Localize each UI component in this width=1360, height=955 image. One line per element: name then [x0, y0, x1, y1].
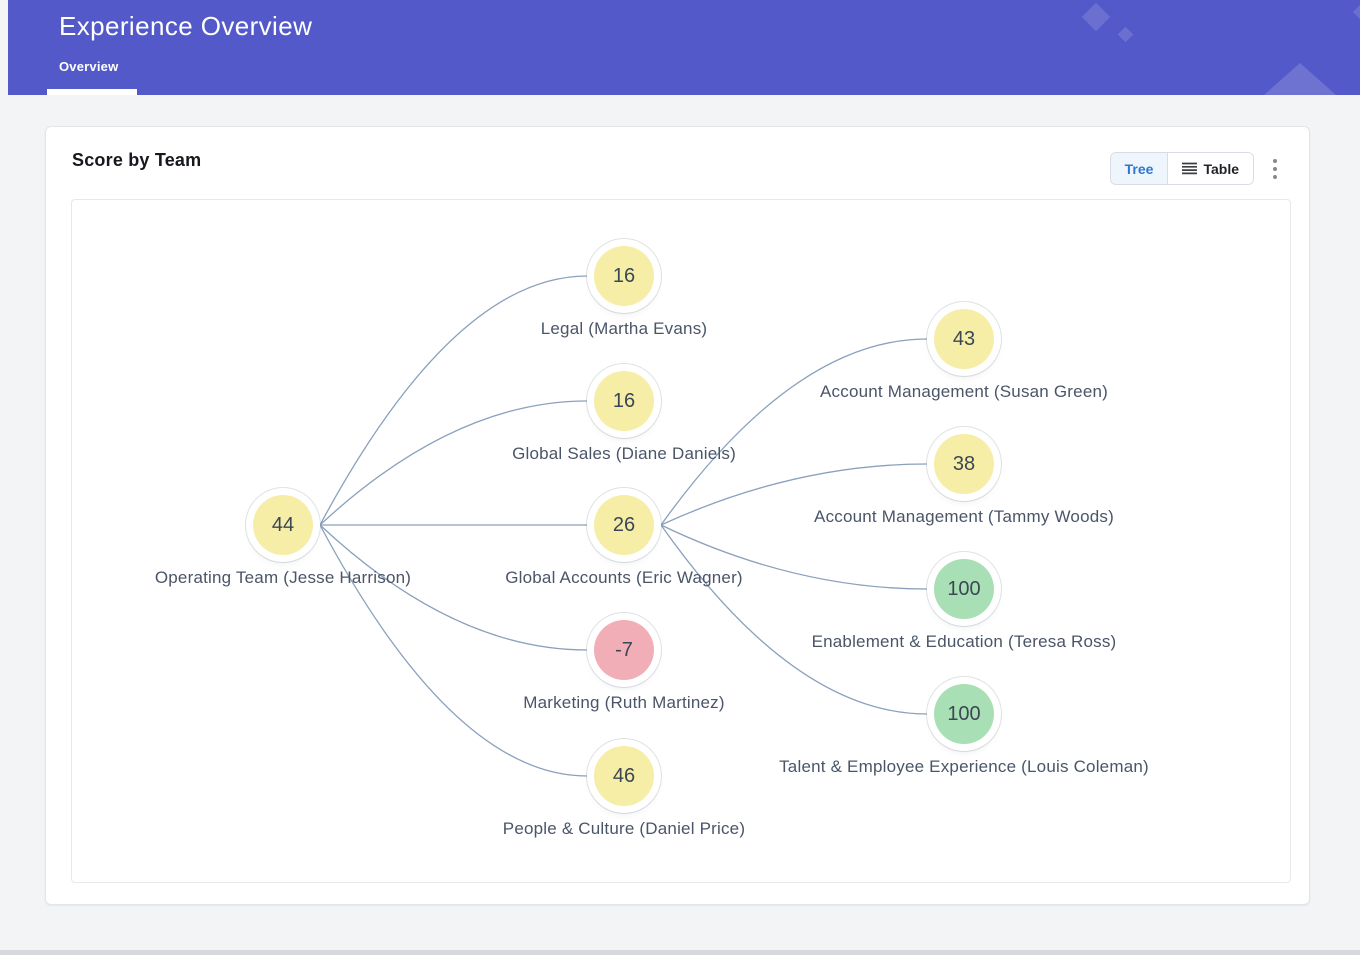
tree-node-enablement[interactable]: 100: [934, 559, 994, 619]
tree-node-label-global-accounts: Global Accounts (Eric Wagner): [505, 568, 743, 587]
tree-node-marketing[interactable]: -7: [594, 620, 654, 680]
table-view-button[interactable]: Table: [1167, 153, 1253, 184]
table-rows-icon: [1182, 162, 1198, 175]
tree-node-am-susan[interactable]: 43: [934, 309, 994, 369]
tree-node-label-legal: Legal (Martha Evans): [540, 319, 708, 338]
tree-node-label-am-susan: Account Management (Susan Green): [820, 382, 1108, 401]
card-controls: Tree Table: [1109, 152, 1287, 185]
tree-edges: [319, 275, 928, 777]
tree-node-global-sales[interactable]: 16: [594, 371, 654, 431]
tree-node-label-talent: Talent & Employee Experience (Louis Cole…: [779, 757, 1149, 776]
tree-node-root[interactable]: 44: [253, 495, 313, 555]
tree-edge: [660, 524, 928, 590]
tree-node-label-marketing: Marketing (Ruth Martinez): [523, 693, 725, 712]
tree-edge: [319, 524, 588, 777]
tree-view-label: Tree: [1124, 160, 1154, 177]
tree-node-people-culture[interactable]: 46: [594, 746, 654, 806]
tree-edge: [660, 524, 928, 715]
tree-node-talent[interactable]: 100: [934, 684, 994, 744]
page-title: Experience Overview: [59, 11, 313, 41]
card-title: Score by Team: [72, 150, 202, 170]
tree-edge: [319, 400, 588, 526]
decorative-diamond-icon: [1117, 26, 1134, 43]
tree-node-am-tammy[interactable]: 38: [934, 434, 994, 494]
tree-node-label-people-culture: People & Culture (Daniel Price): [502, 819, 746, 838]
decorative-diamond-icon: [1081, 2, 1111, 32]
decorative-diamond-icon: [1352, 4, 1360, 20]
view-toggle: Tree Table: [1109, 152, 1254, 185]
tree-node-legal[interactable]: 16: [594, 246, 654, 306]
kebab-menu-icon[interactable]: [1263, 152, 1287, 185]
tree-node-label-global-sales: Global Sales (Diane Daniels): [512, 444, 736, 463]
tree-node-label-am-tammy: Account Management (Tammy Woods): [814, 507, 1114, 526]
decorative-triangle-icon: [1264, 63, 1336, 95]
tree-edge: [319, 524, 588, 651]
tab-active-underline: [47, 89, 137, 95]
app-header: Experience Overview Overview: [8, 0, 1360, 95]
tree-edge: [319, 275, 588, 526]
window-bottom-edge: [0, 950, 1360, 955]
tree-view-button[interactable]: Tree: [1110, 153, 1168, 184]
tree-node-label-root: Operating Team (Jesse Harrison): [154, 568, 412, 587]
tree-node-label-enablement: Enablement & Education (Teresa Ross): [811, 632, 1117, 651]
tree-edge: [660, 338, 928, 526]
tree-edge: [660, 463, 928, 526]
tab-overview[interactable]: Overview: [59, 59, 119, 74]
table-view-label: Table: [1203, 160, 1239, 177]
tree-node-global-accounts[interactable]: 26: [594, 495, 654, 555]
